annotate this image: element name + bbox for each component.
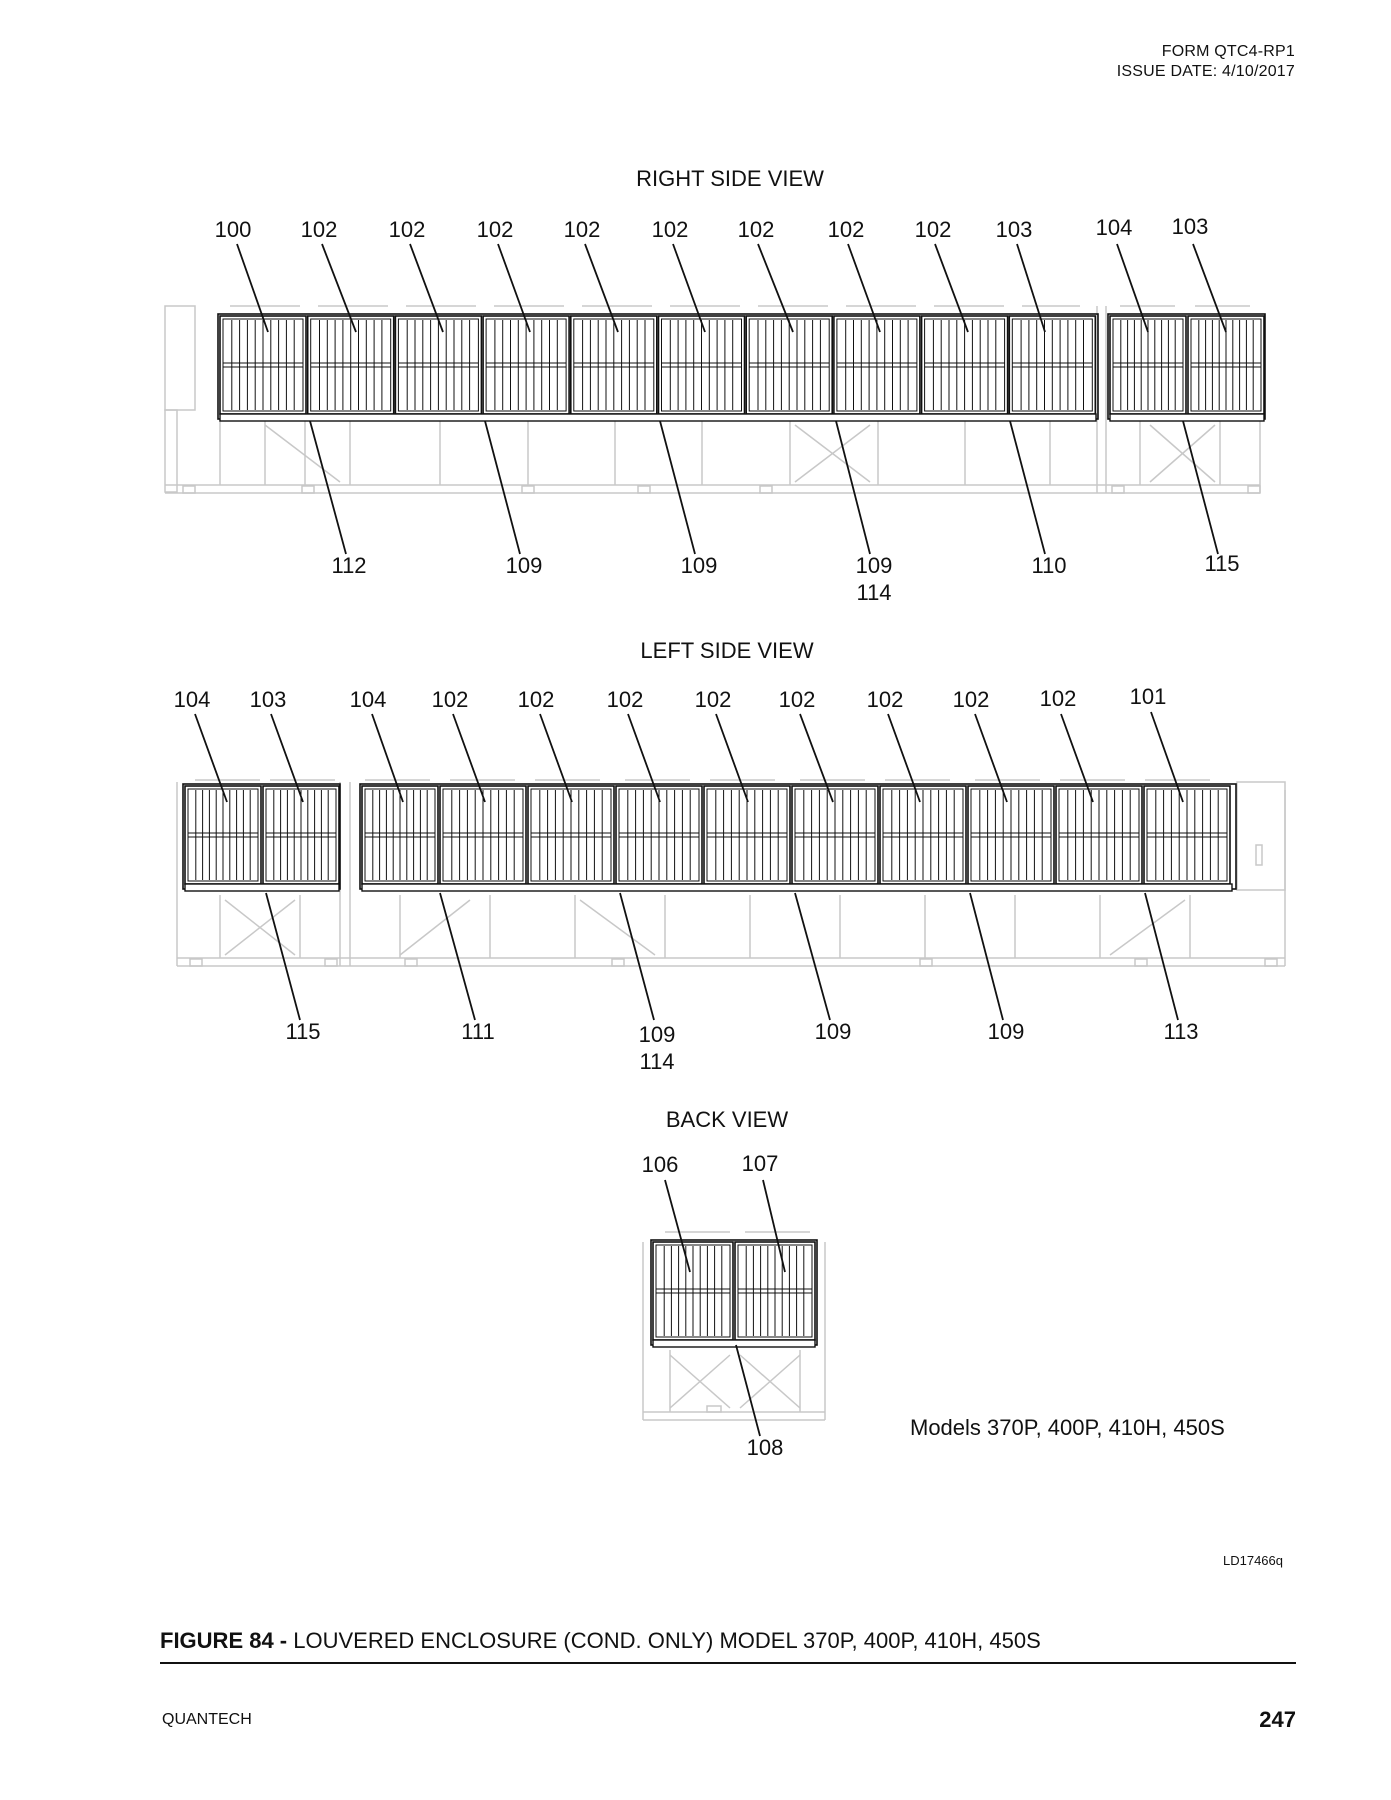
models-note: Models 370P, 400P, 410H, 450S <box>910 1415 1225 1440</box>
callout-label: 102 <box>737 217 775 242</box>
callout-label: 102 <box>476 217 514 242</box>
callout-label: 103 <box>249 687 287 712</box>
louver-panel <box>615 785 703 885</box>
document-header: FORM QTC4-RP1 ISSUE DATE: 4/10/2017 <box>1117 42 1295 82</box>
figure-label: FIGURE 84 - <box>160 1628 288 1653</box>
callout-label: 107 <box>741 1151 779 1176</box>
callout-label: 109 <box>680 553 718 578</box>
issue-date: ISSUE DATE: 4/10/2017 <box>1116 63 1295 80</box>
louver-panel <box>920 315 1009 415</box>
callout-label: 103 <box>995 217 1033 242</box>
callout-label: 114 <box>639 1049 675 1074</box>
callout-label: 106 <box>641 1152 679 1177</box>
callout-label: 102 <box>1039 686 1077 711</box>
page-number: 247 <box>1259 1707 1296 1732</box>
base-rail <box>1109 413 1265 422</box>
louver-panel <box>219 315 307 415</box>
callout-label: 112 <box>331 553 367 578</box>
louver-panel <box>1109 315 1187 415</box>
callout-label: 102 <box>651 217 689 242</box>
louver-panel <box>1143 785 1231 885</box>
callout-label: 102 <box>914 217 952 242</box>
callout-label: 113 <box>1163 1019 1199 1044</box>
left-side-view-drawing <box>176 711 1286 1021</box>
base-rail <box>361 883 1233 892</box>
back-view-drawing <box>642 1179 826 1437</box>
figure-caption: FIGURE 84 - LOUVERED ENCLOSURE (COND. ON… <box>160 1628 1041 1654</box>
louver-panel <box>1055 785 1143 885</box>
callout-label: 104 <box>173 687 211 712</box>
louver-panel <box>439 785 527 885</box>
callout-label: 109 <box>505 553 543 578</box>
callout-label: 109 <box>814 1019 852 1044</box>
callout-label: 108 <box>746 1435 784 1460</box>
callout-label: 111 <box>461 1019 495 1044</box>
louver-panel <box>361 785 439 885</box>
right-side-view-title: RIGHT SIDE VIEW <box>636 166 824 191</box>
louver-panel <box>306 315 395 415</box>
louver-panel <box>262 785 340 885</box>
louver-panel <box>734 1241 816 1341</box>
callout-label: 102 <box>694 687 732 712</box>
callout-label: 109 <box>987 1019 1025 1044</box>
louver-panel <box>657 315 746 415</box>
louver-panel <box>879 785 967 885</box>
callout-label: 109 <box>638 1022 676 1047</box>
callout-label: 115 <box>1204 551 1240 576</box>
louver-panel <box>527 785 615 885</box>
callout-label: 102 <box>431 687 469 712</box>
form-number: FORM QTC4-RP1 <box>1161 43 1295 60</box>
callout-label: 102 <box>866 687 904 712</box>
louver-panel <box>833 315 921 415</box>
drawing-code: LD17466q <box>1223 1553 1283 1568</box>
left-side-view-title: LEFT SIDE VIEW <box>640 638 814 663</box>
right-side-view-drawing <box>164 243 1266 555</box>
base-rail <box>652 1339 816 1348</box>
louver-panel <box>569 315 658 415</box>
callout-label: 102 <box>952 687 990 712</box>
callout-label: 102 <box>388 217 426 242</box>
louver-panel <box>967 785 1055 885</box>
louver-panel <box>652 1241 734 1341</box>
callout-label: 110 <box>1031 553 1067 578</box>
callout-label: 104 <box>349 687 387 712</box>
callout-label: 100 <box>214 217 252 242</box>
callout-label: 102 <box>563 217 601 242</box>
callout-label: 101 <box>1129 684 1167 709</box>
louver-panel <box>1187 315 1265 415</box>
callout-label: 102 <box>778 687 816 712</box>
callout-label: 102 <box>300 217 338 242</box>
louver-panel <box>394 315 483 415</box>
louver-panel <box>184 785 262 885</box>
louver-panel <box>745 315 834 415</box>
callout-label: 102 <box>606 687 644 712</box>
base-rail <box>184 883 340 892</box>
footer-brand: QUANTECH <box>162 1711 252 1728</box>
figure-title: LOUVERED ENCLOSURE (COND. ONLY) MODEL 37… <box>287 1628 1041 1653</box>
callout-label: 103 <box>1171 214 1209 239</box>
callout-label: 104 <box>1095 215 1133 240</box>
callout-label: 114 <box>856 580 892 605</box>
callout-label: 102 <box>517 687 555 712</box>
callout-label: 115 <box>285 1019 321 1044</box>
back-view-title: BACK VIEW <box>665 1107 789 1132</box>
callout-label: 109 <box>855 553 893 578</box>
base-rail <box>219 413 1097 422</box>
caption-rule <box>160 1662 1296 1664</box>
callout-label: 102 <box>827 217 865 242</box>
